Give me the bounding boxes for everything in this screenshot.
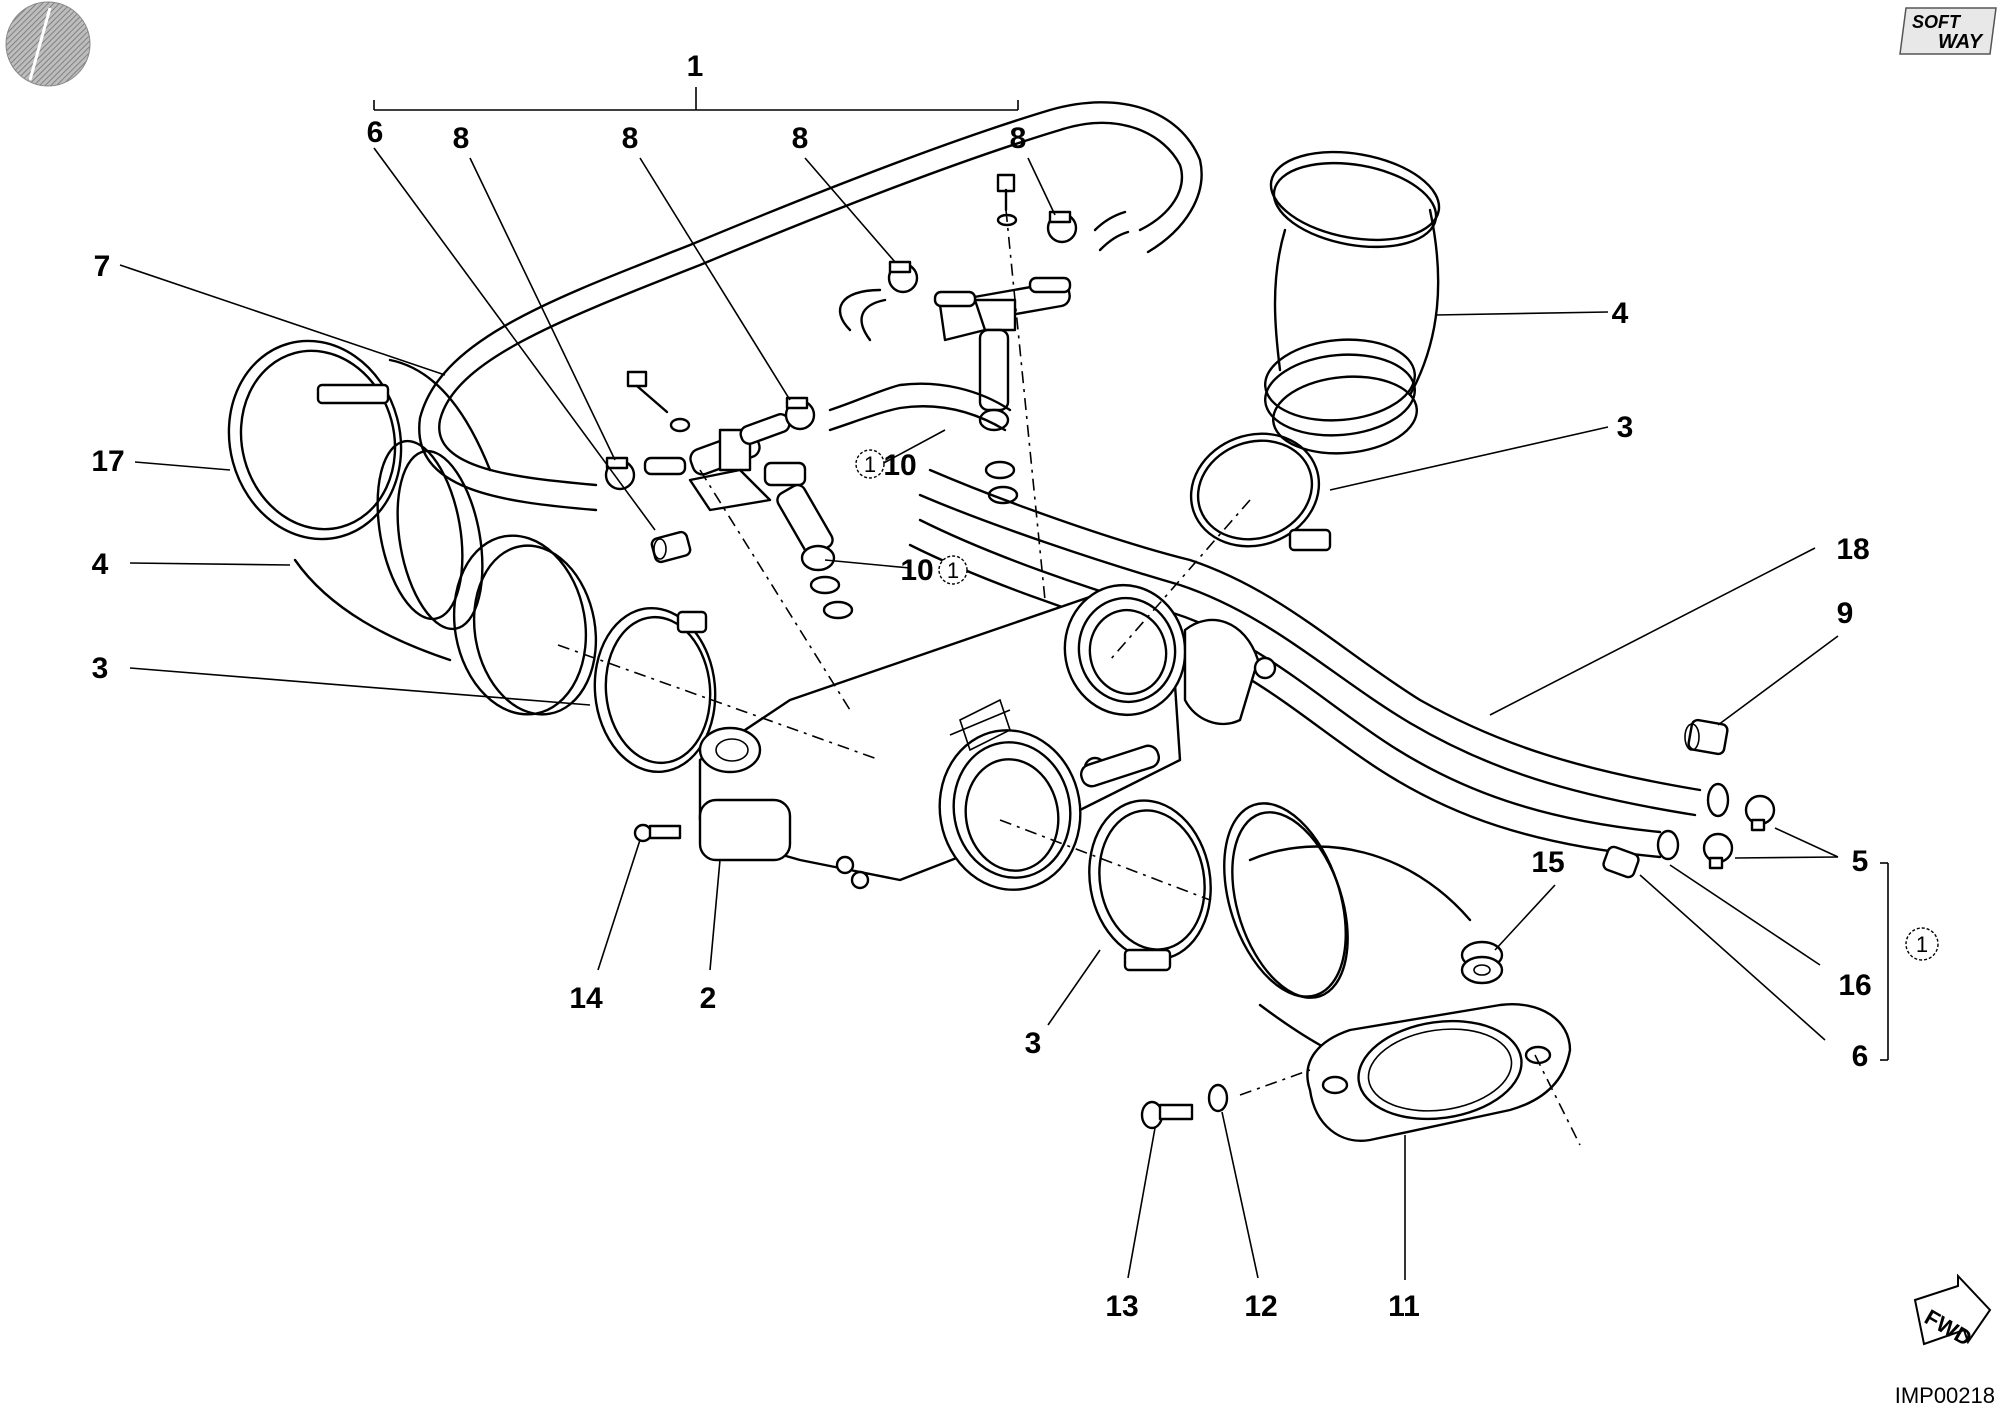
- svg-text:1: 1: [1916, 932, 1928, 957]
- callout-14: 14: [569, 982, 603, 1015]
- fuel-rail-right: [933, 276, 1072, 432]
- screw-13: [1140, 1100, 1194, 1130]
- o-rings-right: [984, 460, 1019, 505]
- o-rings-left: [809, 575, 854, 620]
- short-hoses: [828, 210, 1130, 432]
- sleeve-6-upper: [650, 530, 692, 564]
- hose-clamp-upper: [1189, 432, 1332, 552]
- corner-logo-icon: [5, 1, 91, 87]
- callout-8: 8: [792, 122, 809, 155]
- hose-7: [418, 101, 1203, 512]
- callout-15: 15: [1531, 846, 1564, 879]
- svg-text:WAY: WAY: [1938, 31, 1984, 53]
- hose-clip-5-a: [1744, 794, 1776, 832]
- sleeve-6-lower: [1602, 845, 1640, 879]
- hose-clip-8-c: [887, 260, 919, 294]
- callout-17: 17: [91, 445, 124, 478]
- callout-13: 13: [1105, 1290, 1138, 1323]
- svg-text:SOFT: SOFT: [1912, 12, 1962, 32]
- callout-5: 5: [1852, 845, 1869, 878]
- hose-clamp-left: [593, 606, 717, 774]
- callout-10: 10: [900, 554, 933, 587]
- callout-4: 4: [92, 548, 109, 581]
- throttle-body: [698, 583, 1277, 891]
- callout-12: 12: [1244, 1290, 1277, 1323]
- screw-14: [633, 823, 682, 843]
- hose-18: [918, 468, 1730, 818]
- callout-3: 3: [92, 652, 109, 685]
- callout-10: 10: [883, 449, 916, 482]
- hose-clip-8-a: [604, 456, 636, 491]
- hose-clip-8-b: [784, 396, 816, 431]
- fuel-rail-left: [643, 413, 836, 572]
- callout-4: 4: [1612, 297, 1629, 330]
- svg-text:1: 1: [947, 558, 959, 583]
- intake-boot-upper: [1264, 150, 1441, 455]
- intake-manifold: [1223, 802, 1572, 1142]
- callout-11: 11: [1388, 1290, 1420, 1323]
- callout-6: 6: [367, 116, 384, 149]
- callout-7: 7: [94, 250, 111, 283]
- callout-3: 3: [1025, 1027, 1042, 1060]
- drawing-code: IMP00218: [1895, 1383, 1995, 1408]
- svg-text:1: 1: [864, 452, 876, 477]
- callout-labels: 1 6 8 8 8 8 7 17 4 3 4 3 18 9 5 16 6 15 …: [91, 50, 1871, 1323]
- callout-6: 6: [1852, 1040, 1869, 1073]
- callout-9: 9: [1837, 597, 1854, 630]
- callout-8: 8: [453, 122, 470, 155]
- softway-logo: SOFT WAY: [1899, 7, 1997, 55]
- circled-reference-1: 1: [855, 449, 885, 479]
- injector-screw-left: [626, 370, 691, 433]
- callout-2: 2: [700, 982, 717, 1015]
- sleeve-9: [1684, 718, 1729, 756]
- callout-18: 18: [1836, 533, 1869, 566]
- circled-reference-1: 1: [938, 555, 968, 585]
- hose-clip-8-d: [1046, 210, 1078, 244]
- hose-clip-5-b: [1702, 832, 1734, 870]
- circled-reference-1: 1: [1905, 927, 1939, 961]
- hose-16: [908, 518, 1680, 861]
- grommet-15: [1460, 940, 1504, 985]
- forward-arrow-icon: FWD: [1913, 1273, 1992, 1351]
- leader-lines: [119, 87, 1889, 1280]
- callout-1: 1: [687, 50, 704, 83]
- hose-clamp-lower: [1088, 799, 1212, 972]
- intake-boot-left: [293, 358, 598, 716]
- callout-8: 8: [1010, 122, 1027, 155]
- callout-3: 3: [1617, 411, 1634, 444]
- assembly-centerlines: [557, 209, 1581, 1146]
- callout-8: 8: [622, 122, 639, 155]
- washer-12: [1207, 1083, 1229, 1113]
- callout-16: 16: [1838, 969, 1871, 1002]
- hose-clamp-17: [227, 339, 403, 541]
